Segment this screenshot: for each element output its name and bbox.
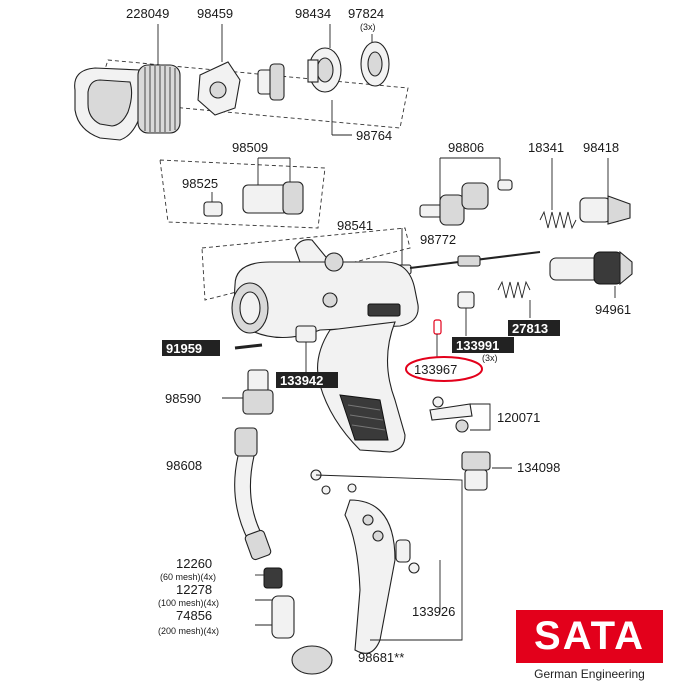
label-133967: 133967: [414, 362, 457, 377]
box-91959: [162, 340, 220, 356]
label-12278: 12278: [176, 582, 212, 597]
label-74856-mesh: (200 mesh)(4x): [158, 626, 219, 636]
part-27813: [497, 280, 531, 318]
part-98590: [222, 369, 274, 415]
part-133942: [295, 325, 317, 372]
part-98806: [419, 157, 513, 226]
label-94961: 94961: [595, 302, 631, 317]
label-98541: 98541: [337, 218, 373, 233]
part-94961: [549, 250, 633, 298]
label-134098: 134098: [517, 460, 560, 475]
aircap-part: [74, 24, 181, 141]
gun-body: [231, 239, 419, 453]
brand-logo: SATA: [534, 614, 645, 658]
label-98806: 98806: [448, 140, 484, 155]
label-98509: 98509: [232, 140, 268, 155]
part-98459: [197, 24, 241, 116]
brand-logo-background: [516, 610, 663, 663]
part-134098: [461, 451, 512, 491]
label-27813: 27813: [512, 321, 548, 336]
part-98608: [234, 427, 272, 561]
part-133967: [433, 319, 442, 358]
label-98608: 98608: [166, 458, 202, 473]
label-98459: 98459: [197, 6, 233, 21]
label-98681: 98681**: [358, 650, 404, 665]
brand-tagline: German Engineering: [534, 667, 645, 681]
part-filter-set: [255, 567, 333, 675]
box-133991: [452, 337, 514, 353]
highlight-ring-133967: [405, 356, 483, 382]
label-98418: 98418: [583, 140, 619, 155]
label-98590: 98590: [165, 391, 201, 406]
part-18341: [539, 158, 577, 230]
label-228049: 228049: [126, 6, 169, 21]
part-98434: [307, 24, 342, 93]
label-120071: 120071: [497, 410, 540, 425]
label-98764: 98764: [356, 128, 392, 143]
label-74856: 74856: [176, 608, 212, 623]
label-12278-mesh: (100 mesh)(4x): [158, 598, 219, 608]
label-18341: 18341: [528, 140, 564, 155]
box-27813: [508, 320, 560, 336]
part-98509: [242, 157, 304, 215]
part-120071: [429, 396, 491, 433]
label-97824: 97824: [348, 6, 384, 21]
frame-nozzle: [159, 159, 326, 229]
label-133991-qty: (3x): [482, 353, 498, 363]
frame-body: [201, 227, 411, 301]
label-133991: 133991: [456, 338, 499, 353]
label-98525: 98525: [182, 176, 218, 191]
label-133942: 133942: [280, 373, 323, 388]
box-133942: [276, 372, 338, 388]
part-98525: [203, 192, 223, 217]
label-98772: 98772: [420, 232, 456, 247]
label-12260: 12260: [176, 556, 212, 571]
part-98772-needle: [392, 228, 541, 275]
part-133991: [457, 291, 475, 336]
part-98418: [579, 158, 631, 225]
label-133926: 133926: [412, 604, 455, 619]
label-98434: 98434: [295, 6, 331, 21]
label-12260-mesh: (60 mesh)(4x): [160, 572, 216, 582]
label-91959: 91959: [166, 341, 202, 356]
part-trigger: [310, 469, 463, 654]
label-97824-qty: (3x): [360, 22, 376, 32]
part-91959: [234, 343, 263, 350]
part-nozzle-tip: [257, 63, 285, 101]
part-97824: [360, 34, 390, 87]
